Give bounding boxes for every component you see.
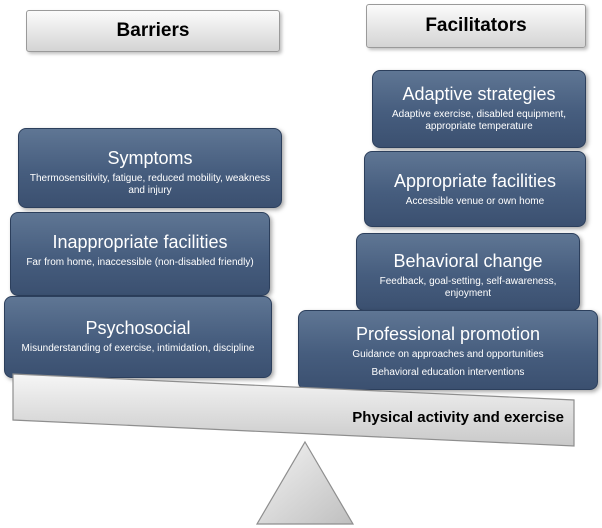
facilitator-desc: Feedback, goal-setting, self-awareness, … (379, 276, 557, 299)
facilitator-title: Behavioral change (393, 251, 543, 271)
facilitator-title: Appropriate facilities (393, 171, 557, 191)
barrier-symptoms-box: Symptoms Thermosensitivity, fatigue, red… (18, 128, 282, 208)
barrier-desc: Misunderstanding of exercise, intimidati… (21, 343, 255, 354)
balance-beam (12, 373, 575, 447)
barrier-psychosocial-box: Psychosocial Misunderstanding of exercis… (4, 296, 272, 378)
facilitator-desc: Adaptive exercise, disabled equipment, a… (392, 109, 566, 132)
facilitator-promotion-box: Professional promotion Guidance on appro… (298, 310, 598, 390)
barriers-header: Barriers (26, 10, 280, 52)
facilitator-desc: Guidance on approaches and opportunities (352, 349, 544, 360)
barrier-title: Inappropriate facilities (52, 232, 228, 252)
facilitators-header-label: Facilitators (425, 15, 527, 36)
facilitator-adaptive-box: Adaptive strategies Adaptive exercise, d… (372, 70, 586, 148)
beam-label: Physical activity and exercise (352, 409, 564, 426)
barrier-desc: Thermosensitivity, fatigue, reduced mobi… (29, 173, 271, 196)
barrier-title: Symptoms (107, 148, 193, 168)
facilitator-facilities-box: Appropriate facilities Accessible venue … (364, 151, 586, 227)
barriers-header-label: Barriers (116, 20, 190, 41)
barrier-facilities-box: Inappropriate facilities Far from home, … (10, 212, 270, 296)
barrier-desc: Far from home, inaccessible (non-disable… (26, 257, 254, 268)
barrier-title: Psychosocial (85, 318, 191, 338)
facilitator-desc: Accessible venue or own home (405, 196, 545, 207)
facilitator-behavioral-box: Behavioral change Feedback, goal-setting… (356, 233, 580, 311)
facilitator-title: Professional promotion (355, 324, 541, 344)
facilitators-header: Facilitators (366, 4, 586, 48)
fulcrum-triangle (255, 440, 355, 525)
facilitator-desc-2: Behavioral education interventions (371, 367, 525, 378)
facilitator-title: Adaptive strategies (402, 84, 556, 104)
